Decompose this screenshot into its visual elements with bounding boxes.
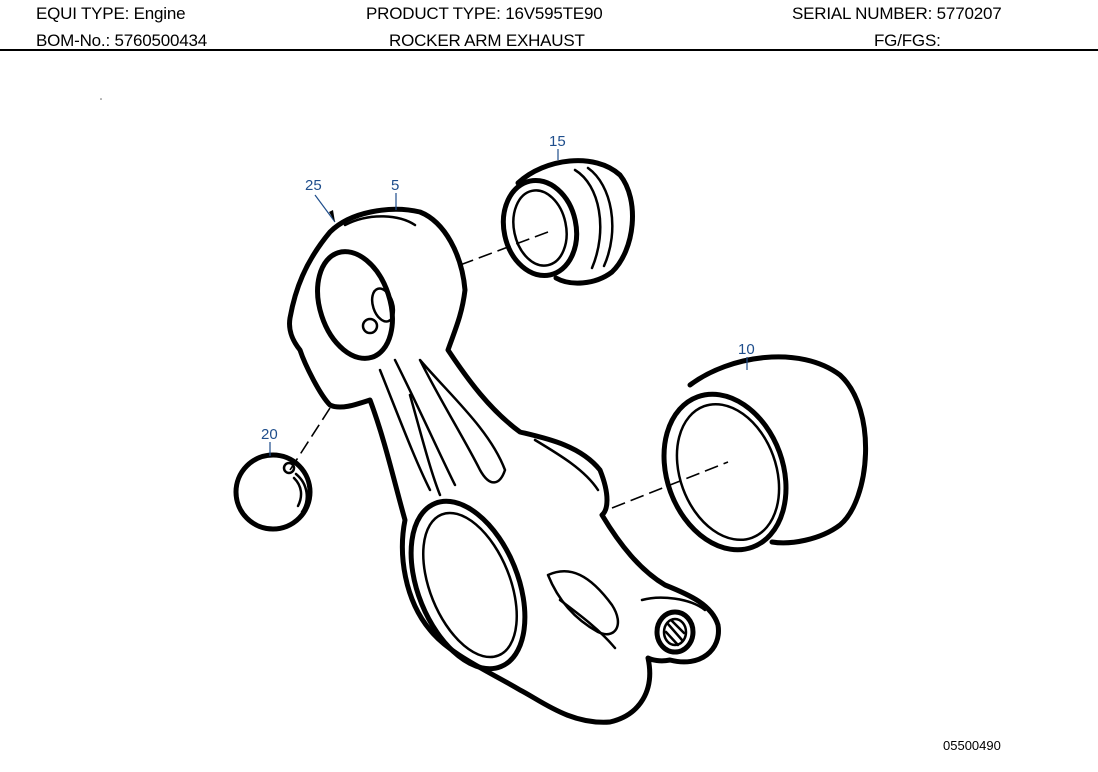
callout-25: 25 bbox=[305, 177, 322, 194]
product-type-label: PRODUCT TYPE: 16V595TE90 bbox=[366, 4, 603, 23]
web-rib-2 bbox=[393, 358, 457, 487]
assembly-line-10 bbox=[611, 461, 729, 509]
rocker-arm-part bbox=[287, 206, 721, 725]
upper-boss-edge bbox=[343, 215, 417, 227]
small-bush-groove-2 bbox=[586, 166, 614, 268]
callout-15: 15 bbox=[549, 133, 566, 150]
small-bush-body bbox=[515, 158, 635, 286]
center-bore-inner bbox=[421, 511, 519, 659]
web-pocket bbox=[418, 358, 507, 484]
large-bush-bore bbox=[675, 402, 781, 542]
lower-rib bbox=[558, 598, 617, 650]
leader-25-arrow bbox=[329, 210, 335, 222]
ball-shading bbox=[292, 472, 309, 514]
center-boss-edge bbox=[533, 438, 600, 492]
page-title: ROCKER ARM EXHAUST bbox=[389, 31, 585, 50]
upper-bore-inner bbox=[370, 287, 396, 323]
center-bore bbox=[408, 498, 528, 672]
ball-outline bbox=[233, 452, 313, 532]
callout-5: 5 bbox=[391, 177, 399, 194]
small-bush-part bbox=[500, 158, 635, 286]
equi-type-label: EQUI TYPE: Engine bbox=[36, 4, 186, 23]
ball-part bbox=[233, 452, 313, 532]
small-bush-bore bbox=[512, 189, 568, 267]
small-bush-front bbox=[500, 177, 580, 279]
small-bush-groove-1 bbox=[573, 168, 602, 270]
stray-mark bbox=[100, 98, 102, 100]
header-rule bbox=[0, 49, 1098, 51]
lower-pocket bbox=[546, 570, 620, 636]
adjuster-boss-edge bbox=[640, 596, 707, 612]
large-bush-part bbox=[661, 354, 868, 553]
oil-hole bbox=[361, 317, 379, 335]
thread-hatch bbox=[664, 619, 686, 647]
serial-number-label: SERIAL NUMBER: 5770207 bbox=[792, 4, 1002, 23]
fg-fgs-label: FG/FGS: bbox=[874, 31, 941, 50]
bom-number-label: BOM-No.: 5760500434 bbox=[36, 31, 208, 50]
assembly-line-20 bbox=[289, 407, 331, 471]
drawing-number: 05500490 bbox=[943, 738, 1001, 753]
adjuster-thread bbox=[662, 617, 688, 647]
adjuster-bore bbox=[654, 609, 696, 655]
leader-25 bbox=[314, 194, 336, 223]
assembly-line-15 bbox=[459, 231, 549, 266]
callout-20: 20 bbox=[261, 426, 278, 443]
callout-10: 10 bbox=[738, 341, 755, 358]
web-rib-1 bbox=[378, 368, 432, 492]
large-bush-front bbox=[661, 391, 789, 553]
large-bush-body bbox=[687, 354, 868, 546]
ball-hole bbox=[282, 461, 296, 475]
upper-bore bbox=[315, 249, 395, 361]
rocker-arm-outline bbox=[287, 206, 721, 725]
web-rib-3 bbox=[408, 393, 442, 497]
